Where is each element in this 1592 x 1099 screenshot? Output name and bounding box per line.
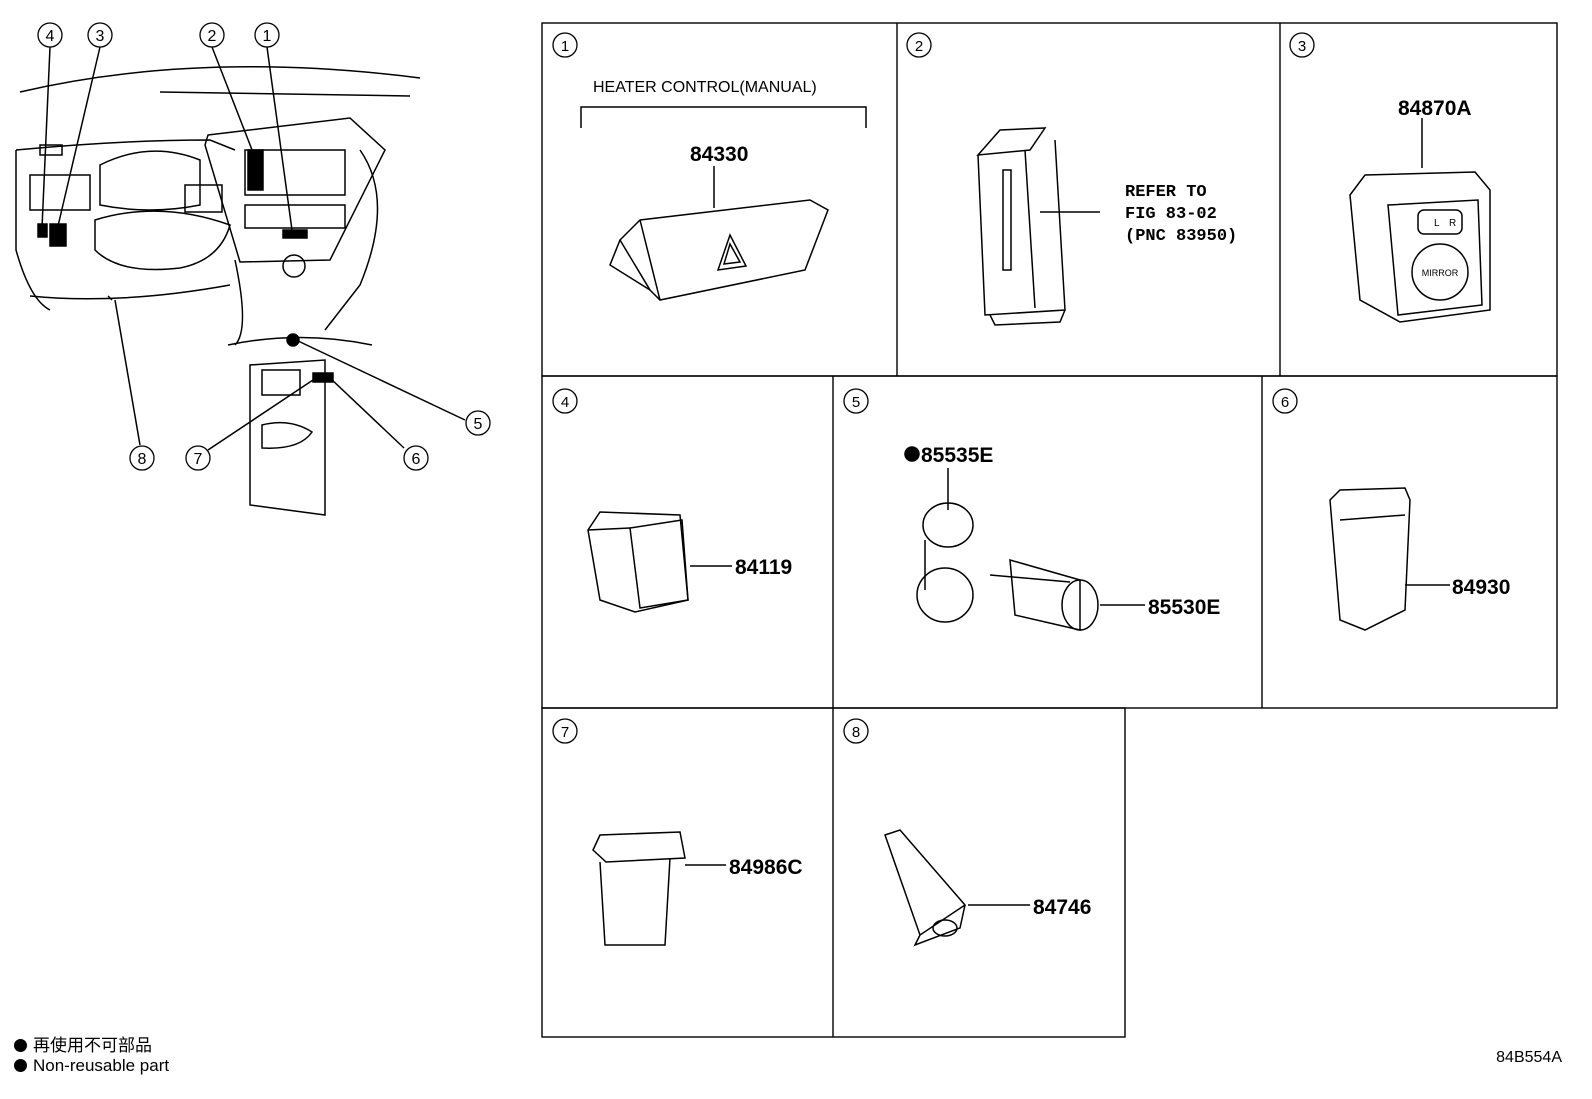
refer-line-3: (PNC 83950) (1125, 227, 1237, 246)
overview-callout-5: 5 (474, 416, 483, 433)
part-84119: 84119 (735, 556, 792, 579)
mirror-switch-knob: MIRROR (1422, 268, 1459, 278)
panel-4-number: 4 (561, 394, 569, 411)
part-85530E: 85530E (1148, 596, 1220, 619)
hazard-switch-illustration (580, 106, 867, 301)
overview-callout-3: 3 (96, 28, 105, 45)
dashboard-overview (15, 46, 466, 516)
legend-dot-icon (14, 1039, 27, 1052)
legend-en: Non-reusable part (14, 1056, 169, 1076)
switch-84119-illustration (587, 511, 732, 613)
switch-84986C-illustration (592, 831, 726, 946)
overview-callout-8: 8 (138, 451, 147, 468)
legend-jp: 再使用不可部品 (14, 1031, 152, 1056)
mirror-switch-l: L (1434, 218, 1440, 229)
panel-7-number: 7 (561, 724, 569, 741)
part-84746: 84746 (1033, 896, 1091, 919)
panel-1-number: 1 (561, 38, 569, 55)
reference-switch-illustration (976, 127, 1100, 326)
part-85535E: 85535E (921, 444, 993, 467)
part-84870A: 84870A (1398, 97, 1472, 120)
refer-line-2: FIG 83-02 (1125, 205, 1217, 224)
part-labels: HEATER CONTROL(MANUAL) 84330 REFER TO FI… (593, 79, 1510, 919)
overview-callout-6: 6 (412, 451, 421, 468)
switch-84746-illustration (884, 829, 1030, 947)
panel-number-labels: 1 2 3 4 5 6 7 8 (561, 38, 1306, 741)
part-84930: 84930 (1452, 576, 1510, 599)
panel-3-number: 3 (1298, 38, 1306, 55)
overview-callout-2: 2 (208, 28, 217, 45)
overview-callout-1: 1 (263, 28, 272, 45)
overview-callout-circles (37, 22, 491, 471)
legend-en-text: Non-reusable part (33, 1056, 170, 1075)
overview-callout-labels: 4 3 2 1 5 6 7 8 (46, 28, 483, 468)
mirror-switch-illustration (1349, 118, 1491, 323)
overview-callout-7: 7 (194, 451, 203, 468)
legend-dot-icon (14, 1059, 27, 1072)
panel-grid (541, 22, 1558, 1038)
switch-84930-illustration (1329, 487, 1450, 631)
panel-6-number: 6 (1281, 394, 1289, 411)
panel-5-number: 5 (852, 394, 860, 411)
figure-code: 84B554A (1496, 1049, 1562, 1066)
socket-illustration (904, 446, 1145, 631)
panel-number-circles (552, 32, 1315, 744)
panel-2-number: 2 (915, 38, 923, 55)
refer-line-1: REFER TO (1125, 183, 1207, 202)
legend-jp-text: 再使用不可部品 (33, 1036, 152, 1055)
panel-8-number: 8 (852, 724, 860, 741)
heater-control-heading: HEATER CONTROL(MANUAL) (593, 79, 817, 96)
part-84330: 84330 (690, 143, 748, 166)
overview-callout-4: 4 (46, 28, 55, 45)
mirror-switch-r: R (1449, 218, 1456, 229)
part-84986C: 84986C (729, 856, 803, 879)
